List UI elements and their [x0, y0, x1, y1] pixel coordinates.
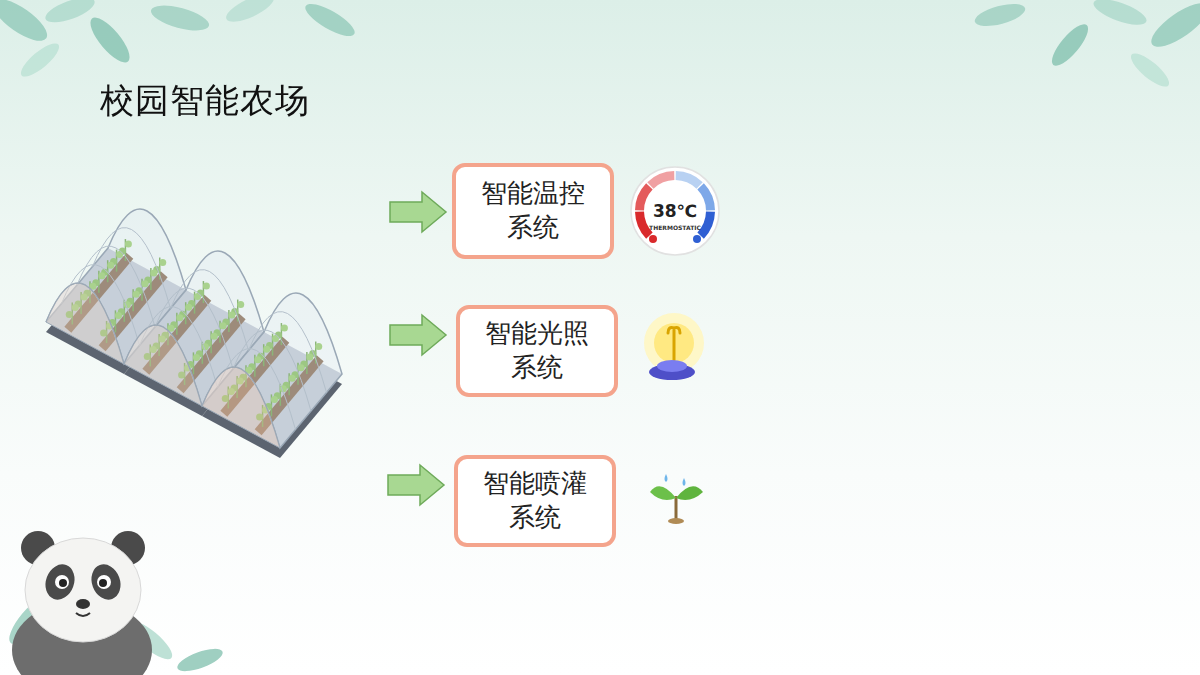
greenhouse-illustration: [46, 209, 342, 458]
block-arrow: [388, 192, 446, 505]
page-title: 校园智能农场: [100, 78, 310, 124]
thermostat-icon: [631, 167, 719, 255]
light-icon: [644, 313, 704, 380]
box-label: 智能温控 系统: [472, 177, 594, 245]
box-label: 智能喷灌 系统: [474, 467, 596, 535]
system-box: 智能光照 系统: [456, 305, 618, 397]
panda-illustration: [12, 531, 152, 675]
thermostat-caption: THERMOSTATIC: [649, 224, 701, 231]
temperature-reading: 38℃: [653, 201, 697, 221]
system-box: 智能温控 系统: [452, 163, 614, 259]
system-box: 智能喷灌 系统: [454, 455, 616, 547]
sprout-icon: [650, 474, 703, 524]
box-label: 智能光照 系统: [476, 317, 598, 385]
